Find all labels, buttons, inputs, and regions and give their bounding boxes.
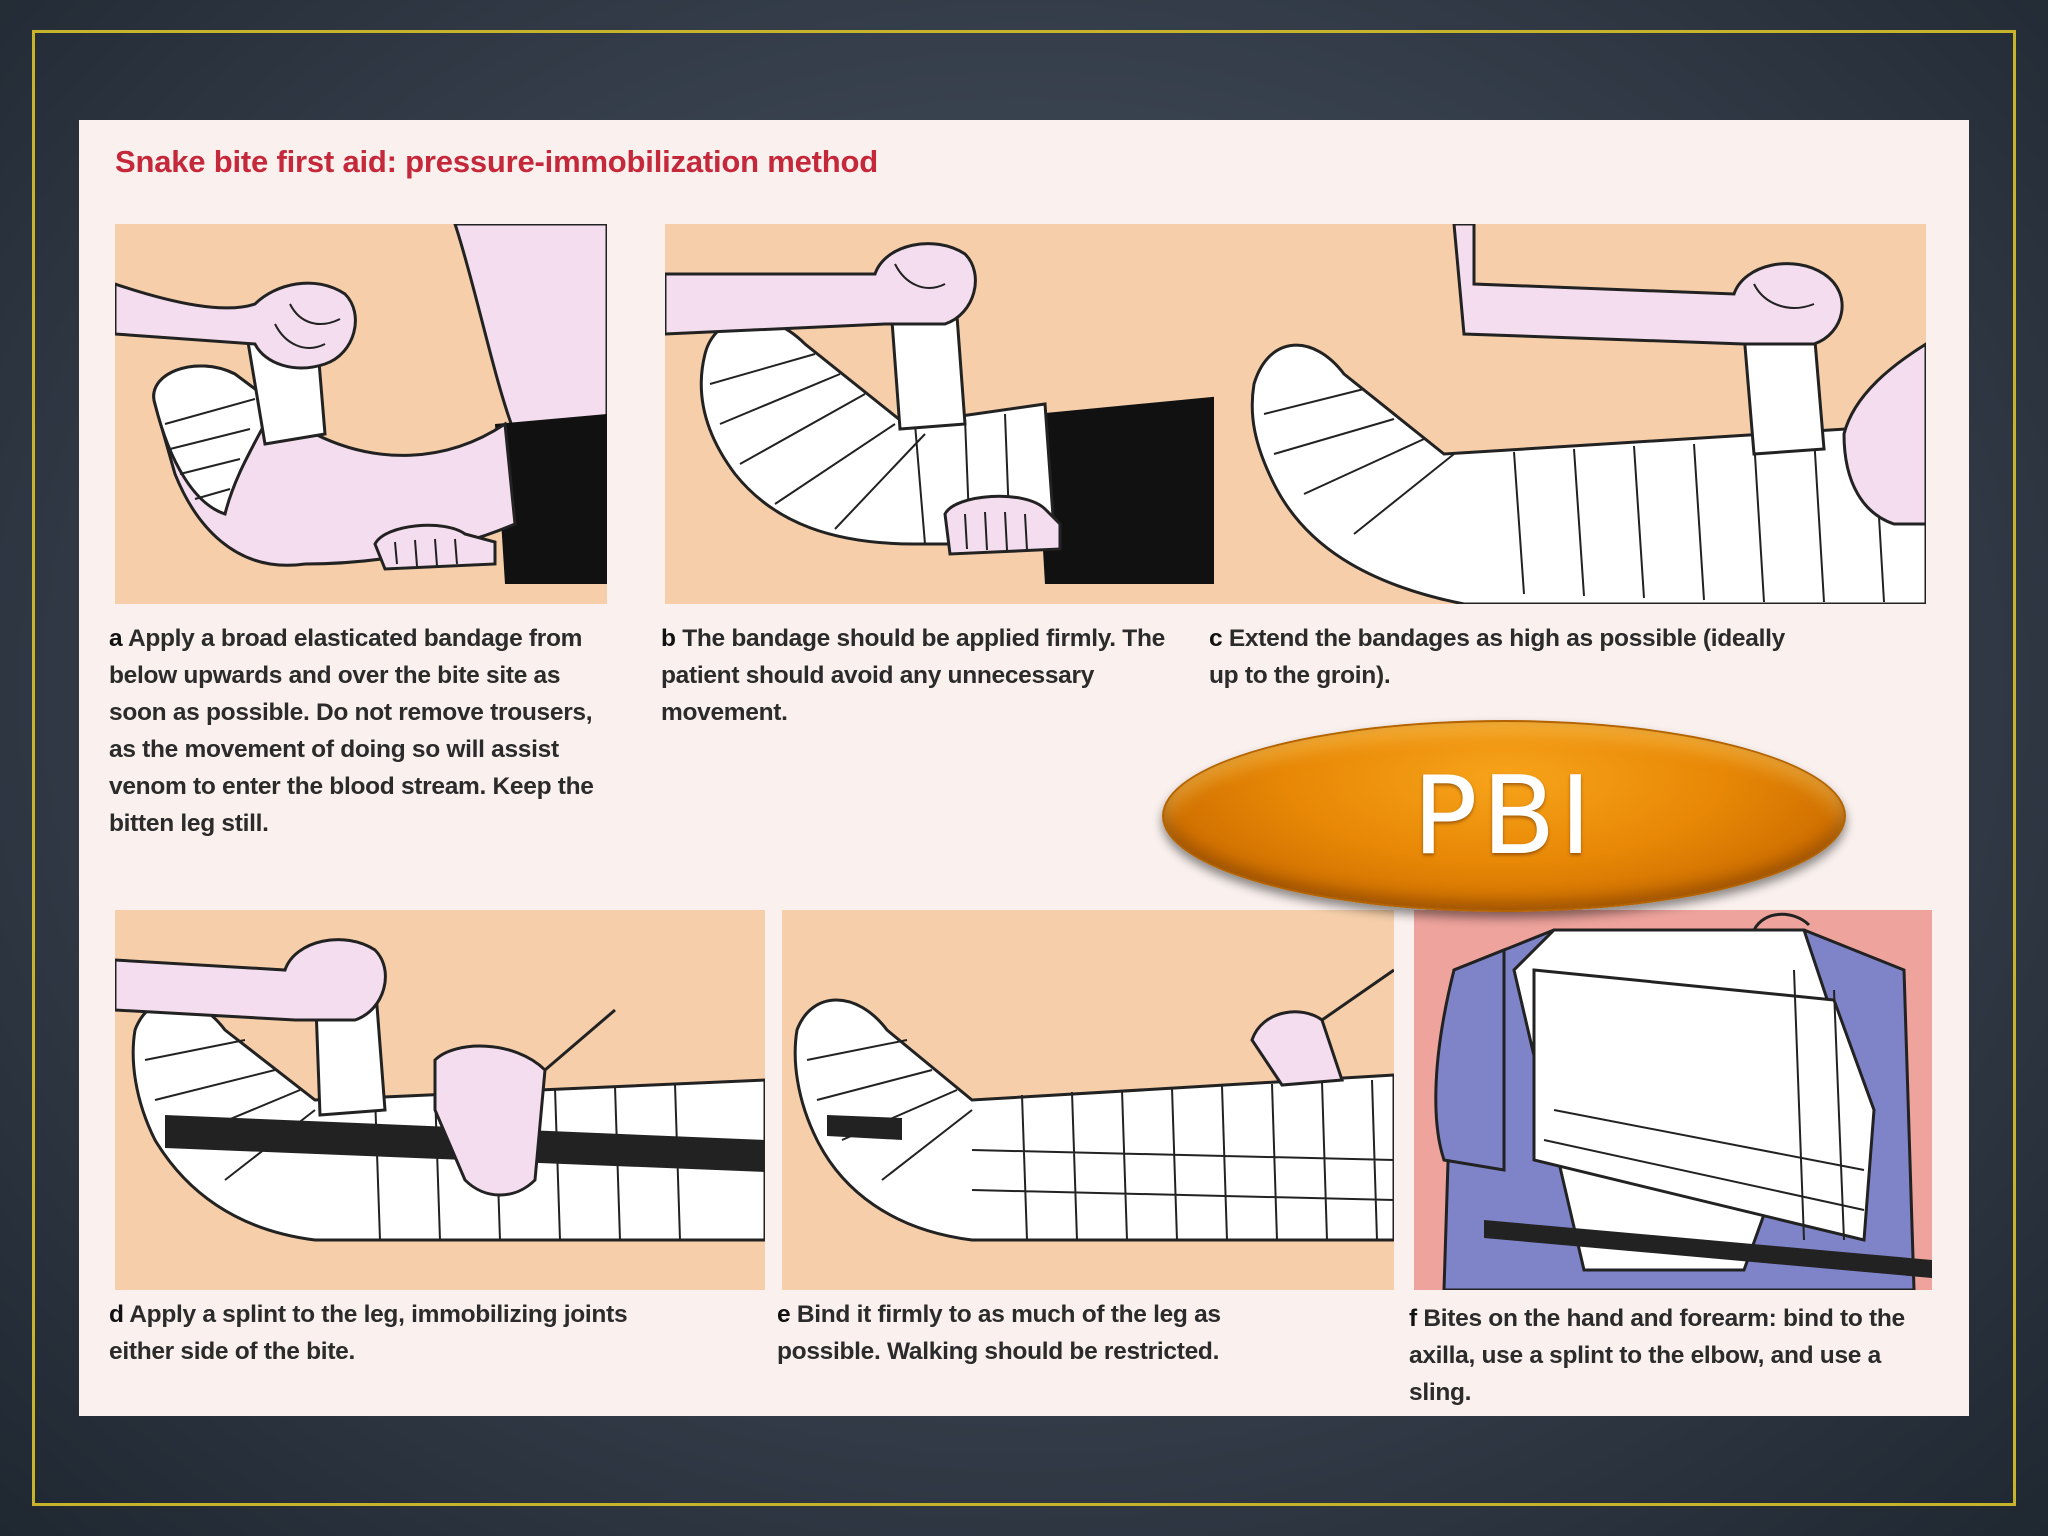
caption-b: b The bandage should be applied firmly. … [661,620,1181,731]
leg-splint-illustration-d [115,938,765,1242]
caption-c-letter: c [1209,625,1223,652]
illustration-c [1214,224,1926,604]
caption-f: f Bites on the hand and forearm: bind to… [1409,1300,1929,1411]
illustration-b [665,224,1243,604]
arm-sling-illustration-f [1434,912,1932,1290]
caption-b-text: The bandage should be applied firmly. Th… [661,625,1165,726]
pbi-badge: PBI [1162,720,1846,912]
leg-bandage-illustration-a [115,224,607,604]
caption-a-letter: a [109,625,123,652]
caption-f-letter: f [1409,1305,1417,1332]
figure-card: Snake bite first aid: pressure-immobiliz… [79,120,1969,1416]
caption-d: d Apply a splint to the leg, immobilizin… [109,1296,669,1370]
illustration-e [782,910,1394,1290]
caption-e: e Bind it firmly to as much of the leg a… [777,1296,1317,1370]
caption-c-text: Extend the bandages as high as possible … [1209,625,1785,689]
caption-c: c Extend the bandages as high as possibl… [1209,620,1809,694]
pbi-badge-label: PBI [1412,753,1596,879]
slide-frame [32,30,2016,1506]
caption-a: a Apply a broad elasticated bandage from… [109,620,609,842]
leg-bandage-illustration-c [1250,224,1926,604]
leg-bandage-illustration-b [665,242,1243,584]
caption-f-text: Bites on the hand and forearm: bind to t… [1409,1305,1905,1406]
caption-e-letter: e [777,1301,791,1328]
leg-bound-illustration-e [793,968,1394,1242]
caption-e-text: Bind it firmly to as much of the leg as … [777,1301,1221,1365]
figure-title: Snake bite first aid: pressure-immobiliz… [115,144,879,179]
caption-a-text: Apply a broad elasticated bandage from b… [109,625,594,837]
illustration-f [1414,910,1932,1290]
caption-d-text: Apply a splint to the leg, immobilizing … [109,1301,628,1365]
caption-d-letter: d [109,1301,124,1328]
illustration-a [115,224,607,604]
caption-b-letter: b [661,625,676,652]
illustration-d [115,910,765,1290]
